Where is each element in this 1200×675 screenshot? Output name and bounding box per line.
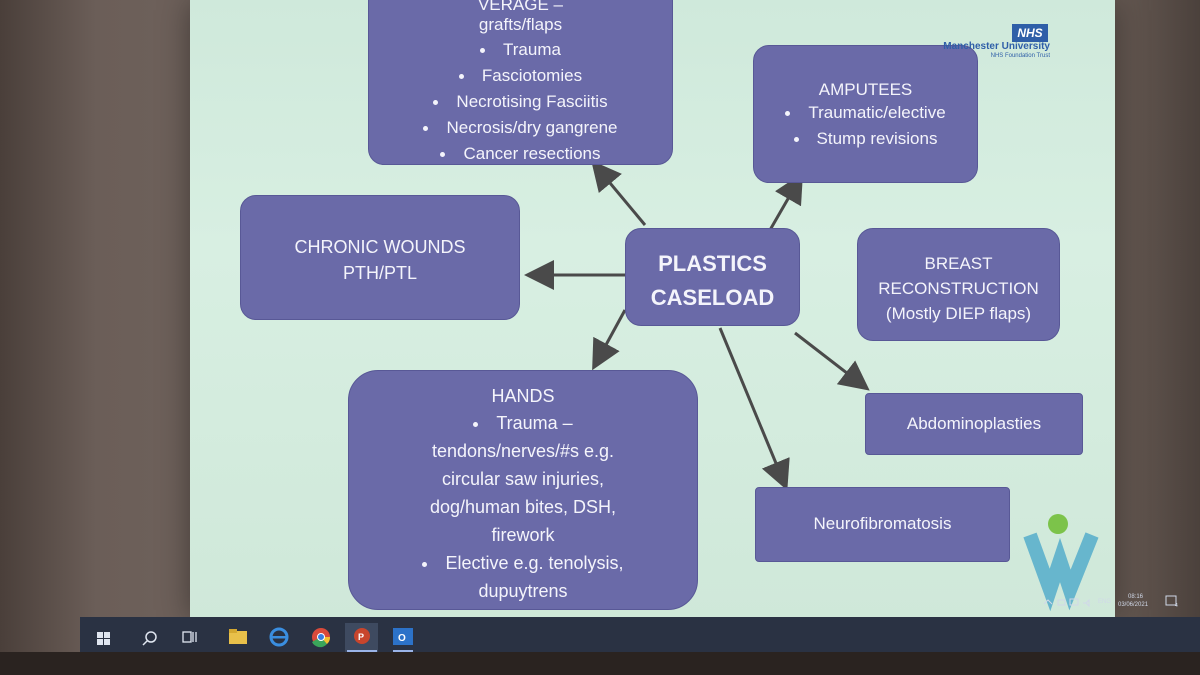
trust-name: NHS Foundation Trust (990, 53, 1050, 59)
svg-text:P: P (358, 632, 364, 642)
clock-date[interactable]: 03/06/2021 (1118, 602, 1149, 608)
breast-line2: RECONSTRUCTION (878, 279, 1039, 298)
arrow-to-hands (592, 309, 627, 371)
coverage-subtitle: grafts/flaps (478, 15, 563, 34)
arrow-to-abdomino (794, 331, 870, 391)
amputees-box: AMPUTEES Traumatic/elective Stump revisi… (753, 45, 978, 183)
abdominoplasties-box: Abdominoplasties (865, 393, 1083, 455)
file-explorer-icon[interactable] (229, 629, 247, 644)
chronic-wounds-box: CHRONIC WOUNDS PTH/PTL (240, 195, 520, 320)
svg-text:O: O (398, 633, 406, 644)
coverage-title: VERAGE – (477, 0, 564, 14)
outlook-icon[interactable]: O (393, 628, 413, 645)
breast-reconstruction-box: BREAST RECONSTRUCTION (Mostly DIEP flaps… (857, 228, 1060, 341)
amputees-title: AMPUTEES (818, 80, 913, 99)
org-name: Manchester University (943, 41, 1050, 52)
clock-time[interactable]: 08:16 (1128, 594, 1144, 600)
coverage-list: Trauma Fasciotomies Necrotising Fasciiti… (369, 37, 672, 167)
internet-explorer-icon[interactable] (269, 627, 289, 647)
arrow-to-neuro (718, 327, 790, 491)
list-item: Traumatic/elective (754, 100, 977, 126)
floor-edge (0, 652, 1200, 675)
list-item: Necrosis/dry gangrene (369, 115, 672, 141)
task-view-icon[interactable] (182, 631, 197, 643)
notification-icon[interactable] (1165, 595, 1177, 606)
abdomino-label: Abdominoplasties (906, 414, 1042, 433)
amputees-list: Traumatic/elective Stump revisions (754, 100, 977, 152)
list-item: Cancer resections (369, 141, 672, 167)
list-item: Fasciotomies (369, 63, 672, 89)
nhs-logo: NHS (1012, 24, 1048, 42)
chronic-subtitle: PTH/PTL (342, 263, 417, 283)
neurofibromatosis-box: Neurofibromatosis (755, 487, 1010, 562)
list-item: Trauma (369, 37, 672, 63)
search-icon[interactable] (142, 631, 157, 646)
plastics-caseload-box: PLASTICS CASELOAD (625, 228, 800, 326)
neuro-label: Neurofibromatosis (813, 514, 952, 533)
list-item: Stump revisions (754, 126, 977, 152)
hands-bullet-2: Elective e.g. tenolysis, dupuytrens (349, 549, 697, 605)
chronic-title: CHRONIC WOUNDS (294, 237, 466, 257)
list-item: Necrotising Fasciitis (369, 89, 672, 115)
breast-line1: BREAST (924, 254, 993, 273)
powerpoint-icon[interactable]: P (354, 628, 370, 644)
chrome-icon[interactable] (312, 628, 331, 648)
coverage-box: VERAGE – grafts/flaps Trauma Fasciotomie… (368, 0, 673, 165)
notification-count: 4 (1175, 603, 1178, 609)
arrow-to-amputees (768, 172, 803, 231)
hands-bullet-1: Trauma – tendons/nerves/#s e.g. circular… (429, 413, 617, 545)
hands-title: HANDS (491, 386, 555, 406)
windows-start-icon[interactable] (97, 632, 110, 645)
language-indicator[interactable]: ENG (1098, 599, 1112, 605)
center-line2: CASELOAD (650, 285, 775, 310)
breast-line3: (Mostly DIEP flaps) (885, 304, 1032, 323)
hands-box: HANDS Trauma – tendons/nerves/#s e.g. ci… (348, 370, 698, 610)
system-tray-icons[interactable] (1043, 598, 1090, 608)
arrow-to-coverage (591, 160, 647, 226)
windows-taskbar (80, 617, 1200, 652)
center-line1: PLASTICS (658, 251, 767, 276)
